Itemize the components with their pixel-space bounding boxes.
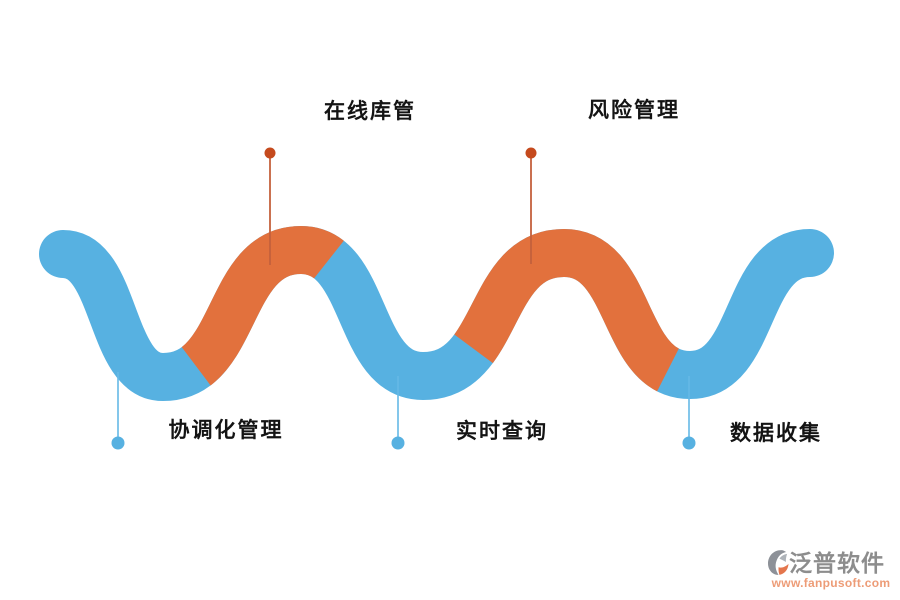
bottom-connector-1-dot xyxy=(111,436,125,450)
top-connector-1 xyxy=(264,147,276,265)
step-label-coordinated-management: 协调化管理 xyxy=(168,419,284,442)
top-connector-2 xyxy=(525,147,537,264)
bottom-connector-3-dot xyxy=(682,436,696,450)
step-label-realtime-query: 实时查询 xyxy=(456,420,548,443)
step-label-online-warehouse: 在线库管 xyxy=(324,100,416,123)
brand-name: 泛普软件 xyxy=(789,549,885,576)
step-label-data-collection: 数据收集 xyxy=(730,422,822,445)
fanpu-logo-icon xyxy=(768,550,789,575)
top-connector-1-dot xyxy=(264,147,276,159)
bottom-connector-3 xyxy=(682,376,696,450)
wave-tube-blue xyxy=(39,225,834,402)
brand-url: www.fanpusoft.com xyxy=(771,576,891,590)
bottom-connector-2-dot xyxy=(391,436,405,450)
step-label-risk-management: 风险管理 xyxy=(588,99,680,122)
brand-footer: 泛普软件 www.fanpusoft.com xyxy=(768,549,894,590)
bottom-connector-1 xyxy=(111,372,125,450)
bottom-connector-2 xyxy=(391,376,405,450)
top-connector-2-dot xyxy=(525,147,537,159)
